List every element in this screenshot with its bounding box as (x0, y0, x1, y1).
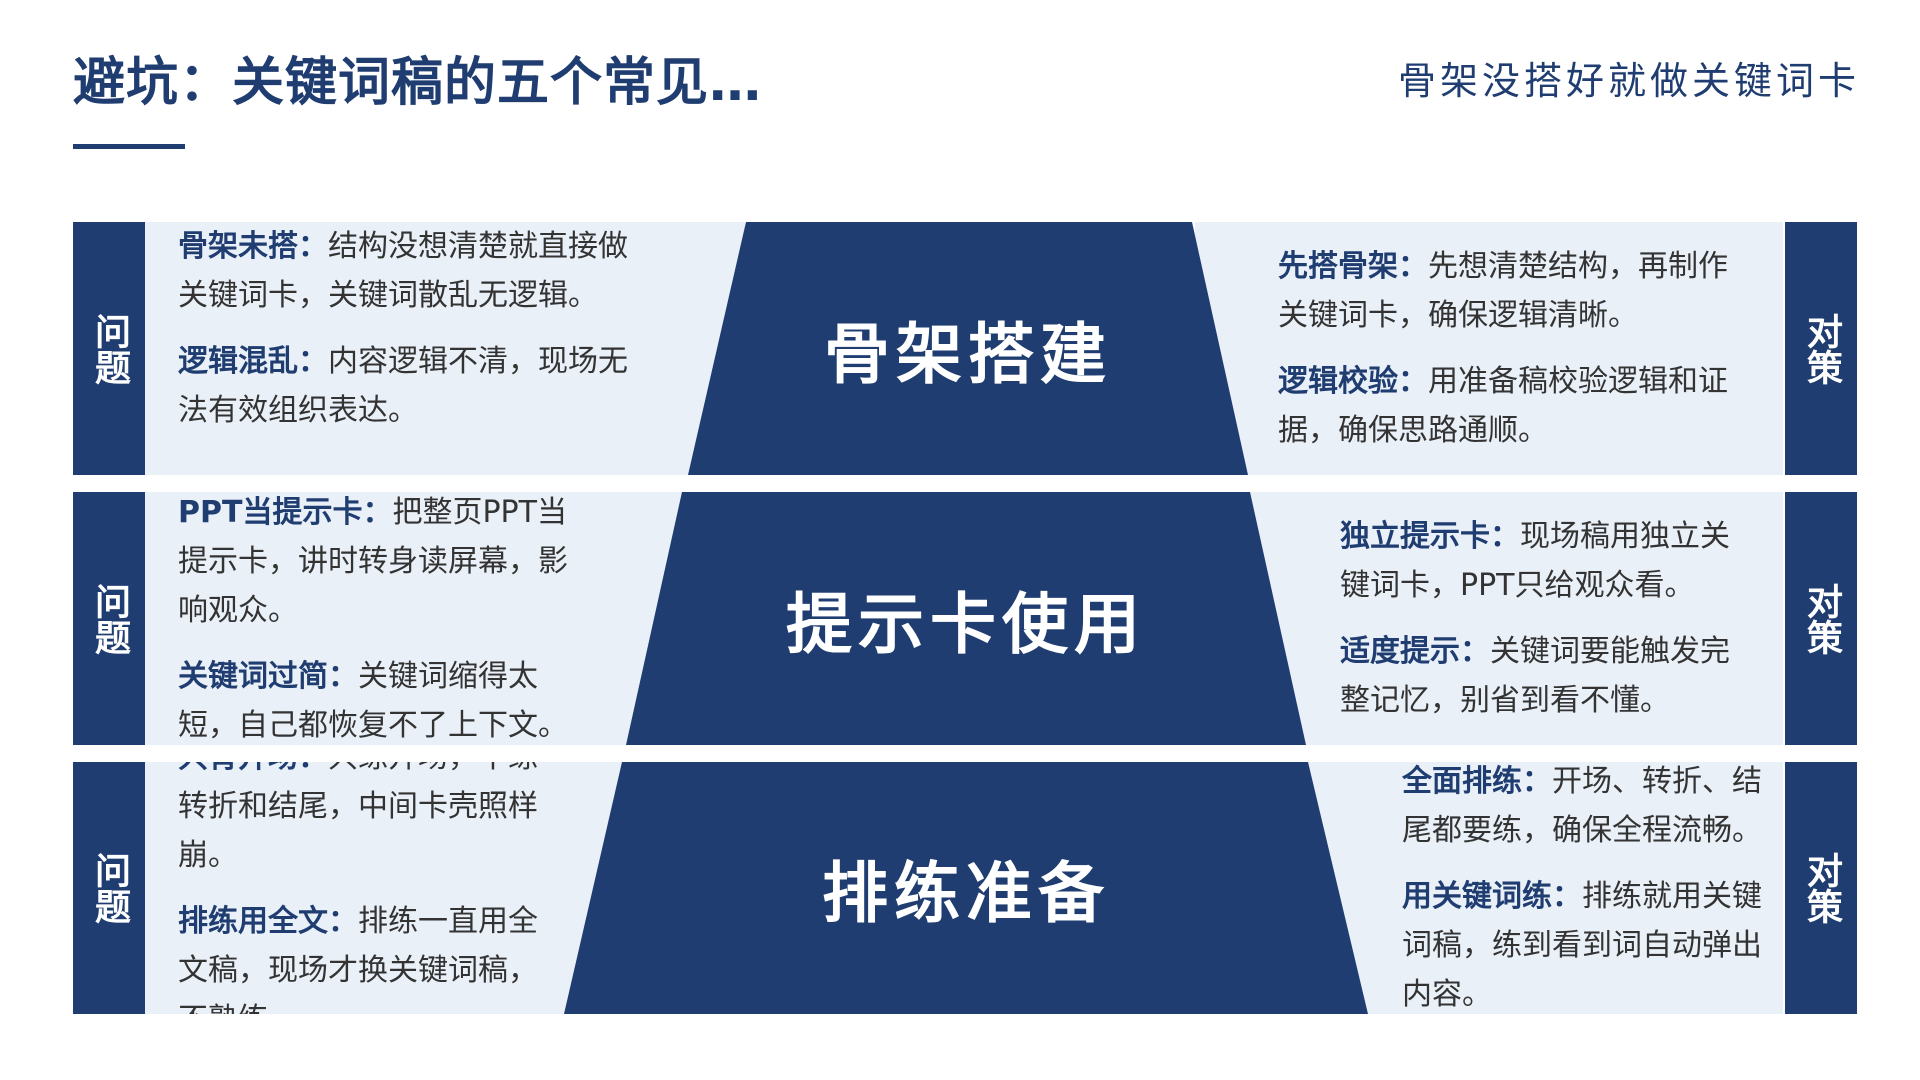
problem-label: 问题 (73, 222, 145, 475)
solution-text: 先搭骨架：先想清楚结构，再制作关键词卡，确保逻辑清晰。 逻辑校验：用准备稿校验逻… (1278, 222, 1748, 475)
center-title: 排练准备 (822, 855, 1110, 932)
problem-label: 问题 (73, 762, 145, 1014)
problem-item: 只背开场：只练开场，不练转折和结尾，中间卡壳照样崩。 (178, 762, 538, 873)
center-trapezoid: 排练准备 (564, 762, 1368, 1014)
page-subtitle: 骨架没搭好就做关键词卡 (1397, 59, 1860, 103)
center-title: 骨架搭建 (824, 315, 1112, 393)
problem-text: 只背开场：只练开场，不练转折和结尾，中间卡壳照样崩。 排练用全文：排练一直用全文… (178, 762, 538, 1014)
solution-label: 对策 (1785, 492, 1857, 745)
problem-item: 排练用全文：排练一直用全文稿，现场才换关键词稿，不熟练。 (178, 903, 538, 1015)
title-underline (73, 144, 185, 149)
solution-item: 用关键词练：排练就用关键词稿，练到看到词自动弹出内容。 (1402, 879, 1762, 1012)
row-prompt-card: 问题 提示卡使用 PPT当提示卡：把整页PPT当提示卡，讲时转身读屏幕，影响观众… (0, 492, 1920, 745)
solution-item: 独立提示卡：现场稿用独立关键词卡，PPT只给观众看。 (1340, 519, 1730, 603)
solution-item: 先搭骨架：先想清楚结构，再制作关键词卡，确保逻辑清晰。 (1278, 249, 1728, 333)
problem-text: PPT当提示卡：把整页PPT当提示卡，讲时转身读屏幕，影响观众。 关键词过简：关… (178, 492, 578, 745)
problem-item: PPT当提示卡：把整页PPT当提示卡，讲时转身读屏幕，影响观众。 (178, 494, 568, 628)
problem-item: 关键词过简：关键词缩得太短，自己都恢复不了上下文。 (178, 658, 568, 743)
row-rehearsal: 问题 排练准备 只背开场：只练开场，不练转折和结尾，中间卡壳照样崩。 排练用全文… (0, 762, 1920, 1014)
solution-panel (1195, 222, 1783, 475)
center-trapezoid: 提示卡使用 (626, 492, 1306, 745)
problem-label: 问题 (73, 492, 145, 745)
row-skeleton: 问题 骨架搭建 骨架未搭：结构没想清楚就直接做关键词卡，关键词散乱无逻辑。 逻辑… (0, 222, 1920, 475)
problem-text: 骨架未搭：结构没想清楚就直接做关键词卡，关键词散乱无逻辑。 逻辑混乱：内容逻辑不… (178, 222, 648, 475)
problem-panel (145, 222, 745, 475)
solution-text: 独立提示卡：现场稿用独立关键词卡，PPT只给观众看。 适度提示：关键词要能触发完… (1340, 492, 1750, 745)
problem-item: 骨架未搭：结构没想清楚就直接做关键词卡，关键词散乱无逻辑。 (178, 229, 628, 313)
solution-item: 逻辑校验：用准备稿校验逻辑和证据，确保思路通顺。 (1278, 364, 1728, 448)
solution-item: 适度提示：关键词要能触发完整记忆，别省到看不懂。 (1340, 634, 1730, 718)
solution-item: 全面排练：开场、转折、结尾都要练，确保全程流畅。 (1402, 764, 1762, 848)
center-trapezoid: 骨架搭建 (688, 222, 1248, 475)
solution-label: 对策 (1785, 222, 1857, 475)
problem-item: 逻辑混乱：内容逻辑不清，现场无法有效组织表达。 (178, 344, 628, 428)
solution-label: 对策 (1785, 762, 1857, 1014)
page-title: 避坑：关键词稿的五个常见… (73, 53, 763, 113)
solution-text: 全面排练：开场、转折、结尾都要练，确保全程流畅。 用关键词练：排练就用关键词稿，… (1402, 762, 1762, 1014)
center-title: 提示卡使用 (786, 585, 1146, 663)
